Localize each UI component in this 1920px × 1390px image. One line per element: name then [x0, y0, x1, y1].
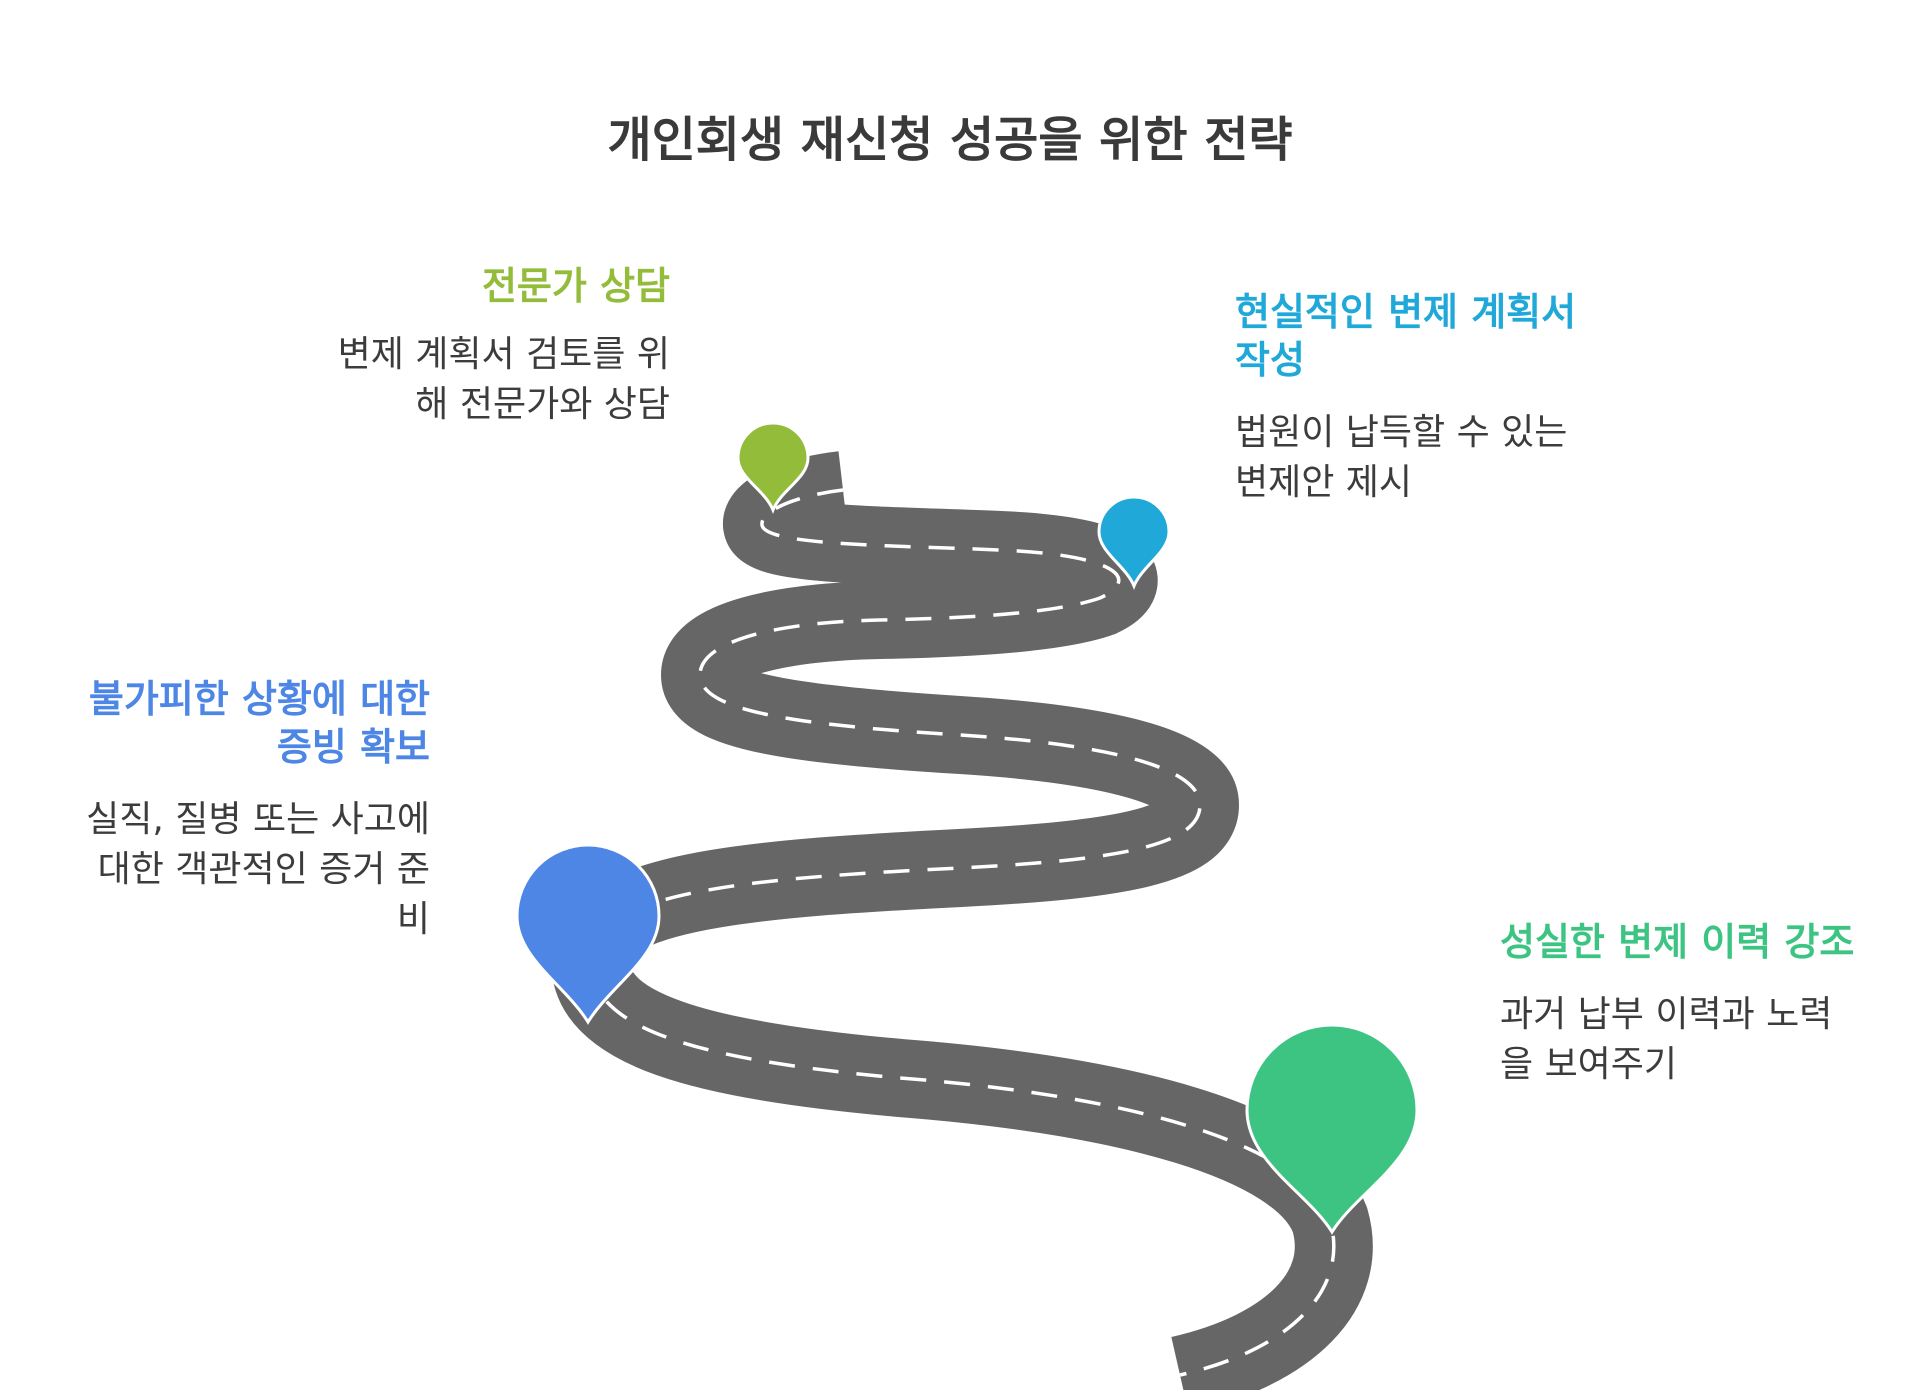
desc-line: 과거 납부 이력과 노력	[1500, 994, 1833, 1035]
marker-history-pin	[1245, 1023, 1419, 1235]
step-expert-description: 변제 계획서 검토를 위 해 전문가와 상담	[270, 330, 670, 430]
step-plan: 현실적인 변제 계획서 작성 법원이 납득할 수 있는 변제안 제시	[1235, 288, 1655, 508]
step-evidence-heading: 불가피한 상황에 대한 증빙 확보	[40, 675, 430, 771]
desc-line: 변제 계획서 검토를 위	[337, 334, 670, 375]
step-history: 성실한 변제 이력 강조 과거 납부 이력과 노력 을 보여주기	[1500, 918, 1910, 1090]
winding-road	[550, 451, 1373, 1390]
marker-evidence-pin	[515, 843, 661, 1025]
step-evidence-description: 실직, 질병 또는 사고에 대한 객관적인 증거 준 비	[40, 795, 430, 945]
step-expert-heading: 전문가 상담	[481, 264, 670, 308]
desc-line: 변제안 제시	[1235, 462, 1413, 503]
heading-line: 현실적인 변제 계획서	[1235, 290, 1577, 334]
step-expert: 전문가 상담 변제 계획서 검토를 위 해 전문가와 상담	[270, 262, 670, 430]
road-center-dashes	[588, 488, 1336, 1377]
marker-expert-pin	[736, 421, 810, 515]
heading-line: 불가피한 상황에 대한	[88, 677, 430, 721]
desc-line: 대한 객관적인 증거 준	[97, 849, 430, 890]
step-history-description: 과거 납부 이력과 노력 을 보여주기	[1500, 990, 1910, 1090]
desc-line: 을 보여주기	[1500, 1044, 1678, 1085]
marker-plan-pin	[1097, 495, 1171, 591]
heading-line: 작성	[1235, 338, 1305, 382]
step-plan-description: 법원이 납득할 수 있는 변제안 제시	[1235, 408, 1655, 508]
desc-line: 비	[396, 899, 430, 940]
heading-line: 증빙 확보	[276, 725, 430, 769]
page-title: 개인회생 재신청 성공을 위한 전략	[607, 112, 1293, 168]
step-evidence: 불가피한 상황에 대한 증빙 확보 실직, 질병 또는 사고에 대한 객관적인 …	[40, 675, 430, 945]
step-history-heading: 성실한 변제 이력 강조	[1500, 920, 1855, 964]
desc-line: 법원이 납득할 수 있는	[1235, 412, 1568, 453]
desc-line: 실직, 질병 또는 사고에	[86, 799, 430, 840]
step-plan-heading: 현실적인 변제 계획서 작성	[1235, 288, 1655, 384]
desc-line: 해 전문가와 상담	[415, 384, 670, 425]
